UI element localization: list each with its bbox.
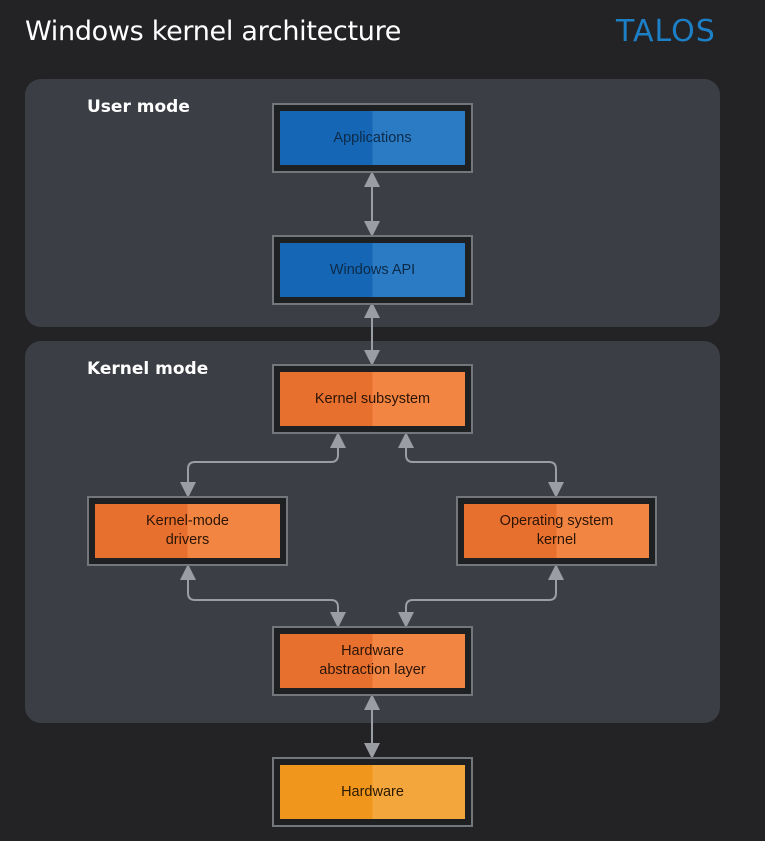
diagram-title: Windows kernel architecture	[25, 16, 402, 47]
applications-box: Applications	[272, 103, 473, 173]
hardware-box: Hardware	[272, 757, 473, 827]
arrow-drivers-hal	[180, 564, 346, 628]
kernel-subsystem-label: Kernel subsystem	[280, 372, 465, 426]
kernel-mode-drivers-label: Kernel-mode drivers	[95, 504, 280, 558]
os-kernel-label: Operating system kernel	[464, 504, 649, 558]
arrow-os-kernel-hal	[398, 564, 564, 628]
hal-label: Hardware abstraction layer	[280, 634, 465, 688]
user-mode-label: User mode	[87, 97, 190, 117]
windows-api-label: Windows API	[280, 243, 465, 297]
arrow-kernel-subsystem-os-kernel	[398, 432, 564, 498]
hardware-label: Hardware	[280, 765, 465, 819]
talos-logo: TALOS	[616, 14, 716, 49]
applications-label: Applications	[280, 111, 465, 165]
kernel-mode-drivers-box: Kernel-mode drivers	[87, 496, 288, 566]
hal-box: Hardware abstraction layer	[272, 626, 473, 696]
kernel-subsystem-box: Kernel subsystem	[272, 364, 473, 434]
arrow-kernel-subsystem-drivers	[180, 432, 346, 498]
windows-api-box: Windows API	[272, 235, 473, 305]
kernel-mode-label: Kernel mode	[87, 359, 209, 379]
os-kernel-box: Operating system kernel	[456, 496, 657, 566]
